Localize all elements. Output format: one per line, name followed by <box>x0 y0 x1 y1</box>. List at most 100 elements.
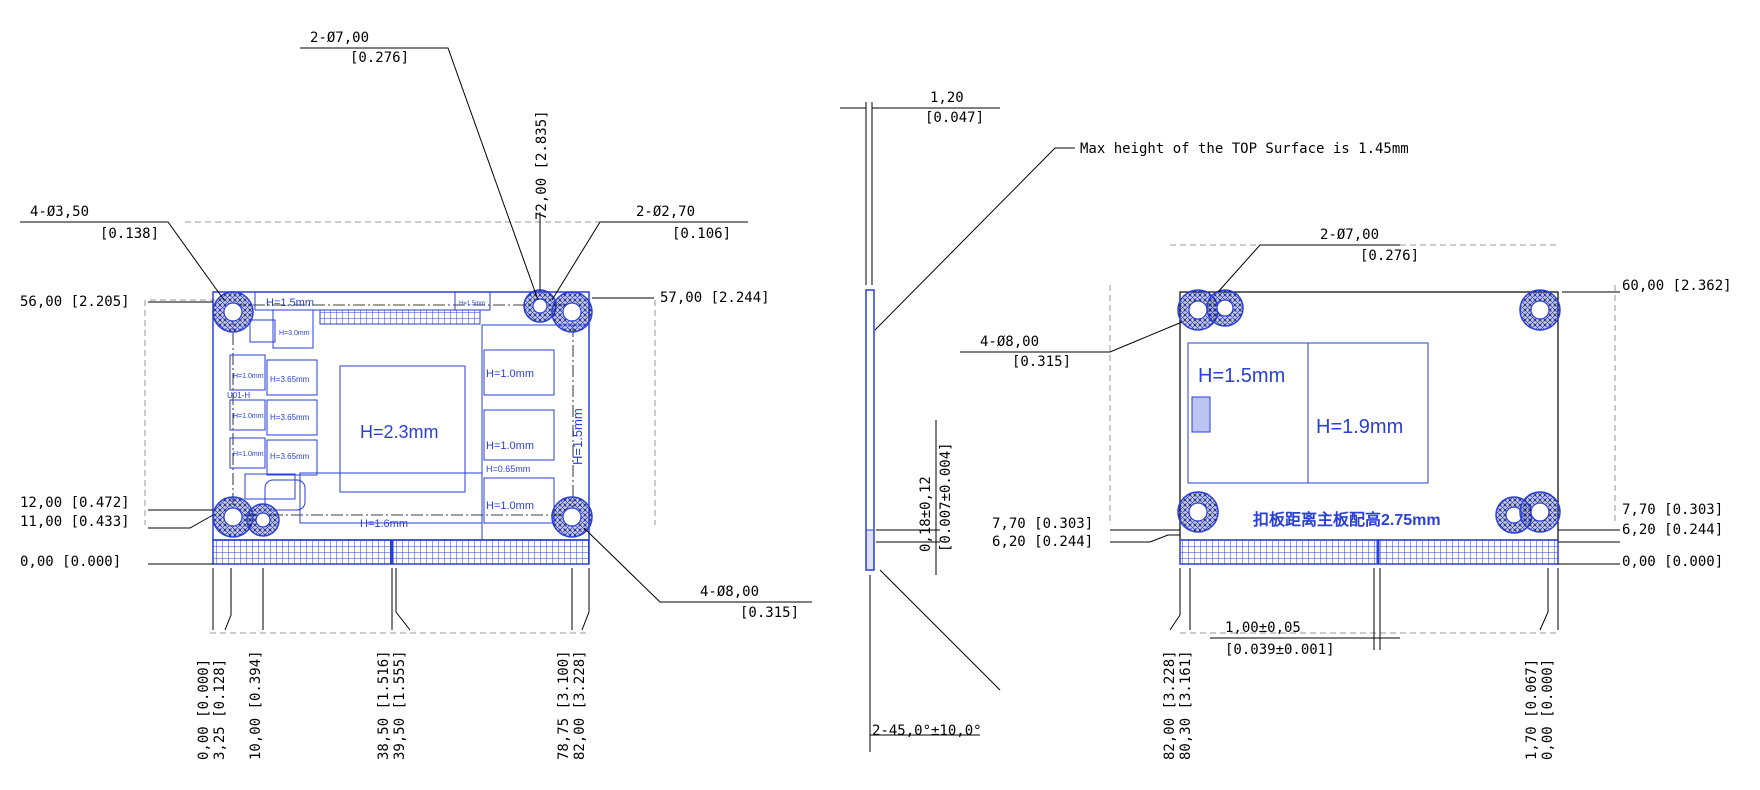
label-h15-small: H=1.5mm <box>459 301 485 307</box>
right-dimension-texts: 2-Ø7,00 [0.276] 4-Ø8,00 [0.315] 60,00 [2… <box>980 227 1732 760</box>
small-part <box>454 291 491 311</box>
dim-y0: 0,00 [0.000] <box>20 554 121 570</box>
label-h16: H=1.6mm <box>360 518 408 530</box>
right-leaders <box>960 244 1620 650</box>
leader-note <box>874 147 1075 331</box>
dim-y56: 56,00 [2.205] <box>20 294 130 310</box>
right-view: H=1.5mm H=1.9mm 扣板距离主板配高2.75mm 2-Ø7,00 [… <box>960 227 1732 760</box>
dim-thickness-in: [0.047] <box>925 110 984 126</box>
dim-y620-r: 6,20 [0.244] <box>1622 522 1723 538</box>
hole-drill <box>1530 502 1550 522</box>
hole-drill <box>1188 300 1208 320</box>
left-leaders <box>20 47 812 631</box>
side-lines <box>840 102 1075 752</box>
dim-2x7-00-in: [0.276] <box>1360 248 1419 264</box>
dim-2x2-70: 2-Ø2,70 <box>636 204 695 220</box>
dim-x0-r: 0,00 [0.000] <box>1540 659 1556 760</box>
left-view: H=1.5mm H=1.5mm H=3.0mm H=1.0mm U01-H H=… <box>20 30 812 760</box>
dim-edge: 0,18±0,12 <box>918 476 934 552</box>
label-h10-c: H=1.0mm <box>233 451 264 458</box>
dim-4x3-50-in: [0.138] <box>100 226 159 242</box>
label-h10-r1: H=1.0mm <box>486 368 534 380</box>
side-board-profile <box>865 289 875 571</box>
label-h15: H=1.5mm <box>1198 365 1285 387</box>
hole-drill <box>1530 300 1550 320</box>
leader-x82 <box>1169 568 1181 631</box>
leader-4x8-00 <box>583 527 812 603</box>
dim-4x8-00: 4-Ø8,00 <box>700 584 759 600</box>
dim-y12: 12,00 [0.472] <box>20 495 130 511</box>
hole-drill <box>223 507 243 527</box>
leader-y620-l <box>1110 534 1180 543</box>
leader-4x3-50 <box>20 221 225 301</box>
dim-x0: 0,00 [0.000] <box>196 659 212 760</box>
label-h365-b: H=3.65mm <box>270 413 310 422</box>
hole-drill <box>1188 502 1208 522</box>
dim-y57: 57,00 [2.244] <box>660 290 770 306</box>
part-h365-b <box>266 399 318 436</box>
leader-2x7-00 <box>300 47 539 301</box>
dim-pitch-in: [0.039±0.001] <box>1225 642 1335 658</box>
left-centerline-rect <box>232 304 574 516</box>
leader-x325 <box>224 568 232 631</box>
dim-y770-r: 7,70 [0.303] <box>1622 502 1723 518</box>
part-h19 <box>1307 342 1429 484</box>
dim-y620-l: 6,20 [0.244] <box>992 534 1093 550</box>
dim-x170: 1,70 [0.067] <box>1524 659 1540 760</box>
left-extension-lines <box>144 221 665 634</box>
hole-drill <box>255 512 271 528</box>
small-part <box>264 479 306 511</box>
dim-x3950: 39,50 [1.555] <box>392 650 408 760</box>
hole-drill <box>223 302 243 322</box>
leader-2x2-70 <box>551 221 748 301</box>
dim-2x2-70-in: [0.106] <box>672 226 731 242</box>
small-part <box>1191 396 1211 433</box>
small-part <box>244 473 296 500</box>
right-edge-connector <box>1179 539 1559 565</box>
dim-y60: 60,00 [2.362] <box>1622 278 1732 294</box>
right-column <box>481 324 590 541</box>
hole-drill <box>1216 299 1234 317</box>
label-h10-a: H=1.0mm <box>233 373 264 380</box>
label-u01: U01-H <box>227 391 250 400</box>
dim-2x7-00: 2-Ø7,00 <box>310 30 369 46</box>
part-h365-c <box>266 439 318 476</box>
leader-2x7-00 <box>1217 244 1400 293</box>
leader-y11 <box>148 514 214 529</box>
part-h10-r2 <box>483 409 555 461</box>
bottom-connector <box>299 472 483 524</box>
dim-4x8-00: 4-Ø8,00 <box>980 334 1039 350</box>
note-max-height: Max height of the TOP Surface is 1.45mm <box>1080 141 1409 157</box>
hole-drill <box>562 507 582 527</box>
leader-x3950 <box>395 568 411 631</box>
dim-y11: 11,00 [0.433] <box>20 514 130 530</box>
leader-chamfer <box>879 569 1001 691</box>
dim-x7875: 78,75 [3.100] <box>556 650 572 760</box>
dim-2x7-00: 2-Ø7,00 <box>1320 227 1379 243</box>
dim-thickness: 1,20 <box>930 90 964 106</box>
label-h10-b: H=1.0mm <box>233 413 264 420</box>
side-connector-edge <box>865 529 875 571</box>
label-h23: H=2.3mm <box>360 422 439 442</box>
dim-x325: 3,25 [0.128] <box>212 659 228 760</box>
small-part <box>249 319 276 343</box>
left-components <box>229 291 590 541</box>
dim-x10: 10,00 [0.394] <box>248 650 264 760</box>
dim-x8030: 80,30 [3.161] <box>1178 650 1194 760</box>
left-mounting-holes <box>212 289 593 538</box>
dim-edge-in: [0.007±0.004] <box>938 442 954 552</box>
label-h065: H=0.65mm <box>486 464 530 474</box>
left-dimension-texts: 4-Ø3,50 [0.138] 2-Ø7,00 [0.276] 2-Ø2,70 … <box>20 30 799 760</box>
right-height-labels: H=1.5mm H=1.9mm 扣板距离主板配高2.75mm <box>1198 365 1441 529</box>
right-components <box>1187 342 1429 484</box>
dim-4x3-50: 4-Ø3,50 <box>30 204 89 220</box>
dim-chamfer: 2-45,0°±10,0° <box>872 723 982 739</box>
left-height-labels: H=1.5mm H=1.5mm H=3.0mm H=1.0mm U01-H H=… <box>227 297 585 530</box>
leader-x170 <box>1539 568 1549 631</box>
part-h10-b <box>229 399 266 431</box>
dim-y72: 72,00 [2.835] <box>534 110 550 220</box>
dim-y770-l: 7,70 [0.303] <box>992 516 1093 532</box>
dim-4x8-00-in: [0.315] <box>740 605 799 621</box>
dim-x3850: 38,50 [1.516] <box>376 650 392 760</box>
